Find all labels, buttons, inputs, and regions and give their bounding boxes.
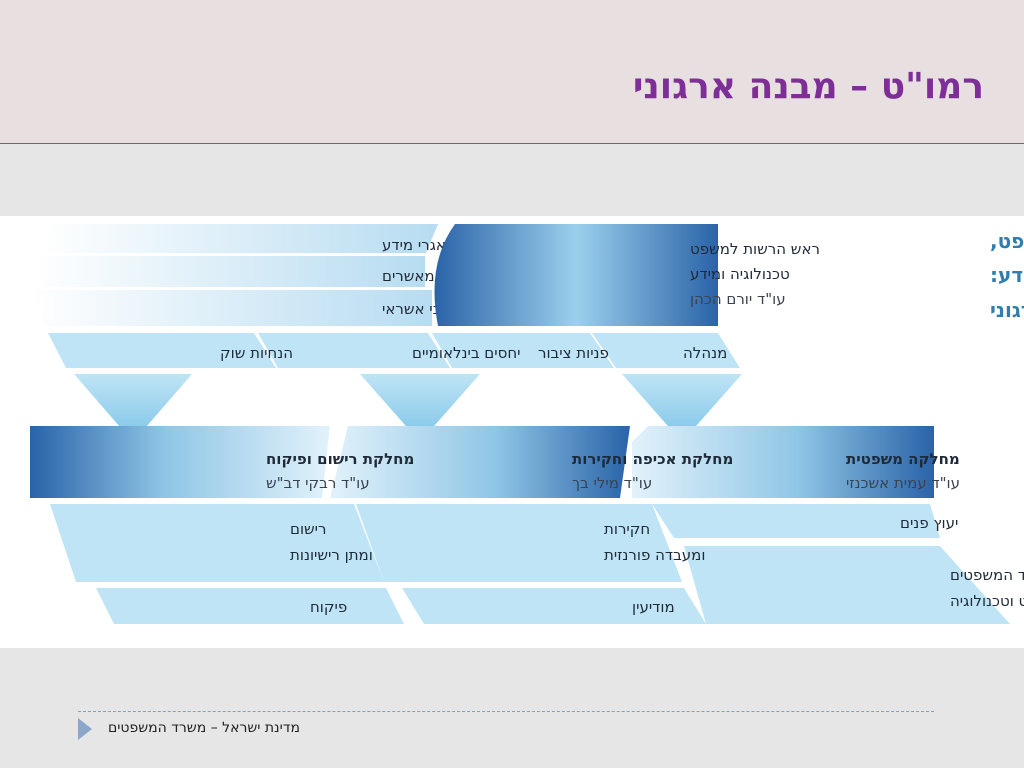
department-legal: מחלקה משפטית עו"ד עמית אשכנזי (632, 426, 960, 498)
unit-box (432, 333, 614, 368)
unit-label: מנהלה (683, 344, 727, 362)
department-person: עו"ד מילי בך (572, 474, 652, 492)
unit-label: פניות ציבור (538, 344, 609, 362)
department-person: עו"ד רבקי דב"ש (266, 474, 370, 492)
head-title: ראש הרשות למשפט (690, 240, 820, 258)
sub-label: מודיעין (632, 598, 675, 616)
page-title: רמו"ט – מבנה ארגוני (632, 66, 984, 107)
sub-box (50, 504, 384, 582)
registries-group: רשם מאגרי מידע רשם גורמים מאשרים רשם שיר… (30, 224, 537, 326)
sub-label: מוקד ידע של משרד המשפטים (950, 566, 1024, 584)
sub-label: יעוץ פנים (900, 514, 958, 532)
head-person: עו"ד יורם הכהן (690, 290, 786, 308)
unit-label: הנחיות שוק (220, 344, 293, 362)
sub-label: במשפט וטכנולוגיה (950, 592, 1024, 610)
unit-box (258, 333, 450, 368)
connector-arrow (622, 374, 742, 442)
sub-label: פיקוח (310, 598, 347, 616)
side-title: הרשות למשפט, טכנולוגיה ומידע: תרשים ארגו… (990, 229, 1024, 322)
registry-box (41, 224, 438, 253)
sub-label: רישום (290, 520, 327, 538)
department-name: מחלקת רישום ופיקוח (266, 450, 414, 468)
sub-label: חקירות (604, 520, 650, 538)
sub-box (96, 588, 404, 624)
side-title-line: טכנולוגיה ומידע: (990, 263, 1024, 287)
sub-box (684, 546, 1010, 624)
units-row: מנהלה פניות ציבור יחסים בינלאומיים הנחיו… (48, 333, 740, 368)
department-registration: מחלקת רישום ופיקוח עו"ד רבקי דב"ש (30, 426, 414, 498)
head-box: ראש הרשות למשפט טכנולוגיה ומידע עו"ד יור… (434, 224, 820, 326)
department-person: עו"ד עמית אשכנזי (846, 474, 960, 492)
footer-arrow-icon (78, 718, 92, 740)
sub-box (652, 504, 940, 538)
sub-label: ומתן רישיונות (290, 546, 373, 564)
department-name: מחלקת אכיפה וחקירות (572, 450, 733, 468)
connector-arrow (360, 374, 480, 442)
footer-divider (78, 711, 934, 712)
sub-box (356, 504, 682, 582)
header-band: רמו"ט – מבנה ארגוני (0, 0, 1024, 144)
side-title-line: תרשים ארגוני (990, 298, 1024, 322)
head-title: טכנולוגיה ומידע (690, 265, 790, 283)
footer-text: מדינת ישראל – משרד המשפטים (108, 720, 300, 736)
registry-box (34, 256, 425, 287)
registry-box (30, 290, 432, 326)
department-name: מחלקה משפטית (846, 450, 960, 468)
unit-box (48, 333, 276, 368)
connector-arrow (74, 374, 192, 442)
unit-box (592, 333, 740, 368)
sub-label: ומעבדה פורנזית (604, 546, 705, 564)
side-title-line: הרשות למשפט, (990, 229, 1024, 253)
org-chart: רשם מאגרי מידע רשם גורמים מאשרים רשם שיר… (0, 216, 1024, 648)
department-enforcement: מחלקת אכיפה וחקירות עו"ד מילי בך (330, 426, 733, 498)
unit-label: יחסים בינלאומיים (412, 344, 521, 362)
sub-box (402, 588, 706, 624)
